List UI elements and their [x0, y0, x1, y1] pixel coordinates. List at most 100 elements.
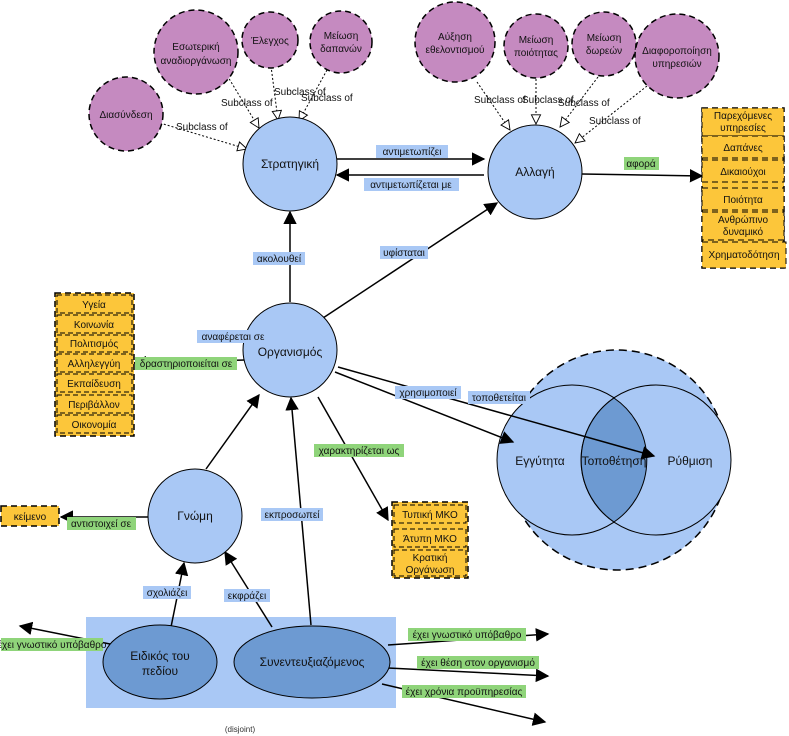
edge-interviewee-position: [387, 667, 550, 683]
subclass-node-doreon: Μείωση δωρεών: [571, 11, 637, 77]
svg-text:δραστηριοποιείται σε: δραστηριοποιείται σε: [140, 358, 233, 370]
edge-label-expert-knowledge: έχει γνωστικό υπόβαθρο: [0, 638, 107, 651]
svg-text:Εσωτερική: Εσωτερική: [172, 41, 219, 53]
literal-anthropino: Ανθρώπινο δυναμικό: [701, 211, 785, 241]
edge-label-uses: χρησιμοποιεί: [395, 386, 461, 399]
literal-sector-item: Πολιτισμός: [70, 338, 118, 350]
concept-organization: Οργανισμός: [242, 302, 338, 398]
svg-text:Συνεντευξιαζόμενος: Συνεντευξιαζόμενος: [260, 655, 365, 669]
literal-dikaiouxoi: Δικαιούχοι: [701, 159, 785, 183]
subclass-node-diaforopoiisi: Διαφοροποίηση υπηρεσιών: [634, 13, 720, 99]
edge-label-follows: ακολουθεί: [253, 252, 305, 265]
svg-text:δαπανών: δαπανών: [320, 43, 362, 55]
literal-change-list: Παρεχόμενες υπηρεσίες Δαπάνες Δικαιούχοι…: [701, 107, 787, 269]
svg-text:εκφράζει: εκφράζει: [228, 590, 266, 602]
edge-concerns: [581, 169, 704, 183]
concept-opinion: Γνώμη: [147, 468, 243, 564]
svg-text:υπηρεσιών: υπηρεσιών: [652, 58, 701, 70]
concept-expert: Ειδικός του πεδίου: [102, 624, 218, 700]
edge-subclass-elegxos: [270, 65, 278, 120]
edge-subclass-diasyndesi: [159, 122, 247, 149]
edge-label-undergoes: υφίσταται: [380, 246, 428, 259]
subclass-node-anadiorganosi: Εσωτερική αναδιοργάνωση: [153, 9, 239, 95]
edge-label-interviewee-position: έχει θέση στον οργανισμό: [417, 656, 539, 669]
subclass-label-6: Subclass of: [522, 95, 574, 106]
edge-subclass-doreon: [560, 76, 599, 127]
edge-label-positioned: τοποθετείται: [468, 391, 530, 404]
svg-text:έχει γνωστικό υπόβαθρο: έχει γνωστικό υπόβαθρο: [413, 629, 522, 641]
edge-label-faces: αντιμετωπίζει: [376, 145, 448, 158]
literal-text: κείμενο: [0, 505, 60, 527]
edge-label-corresponds-to: αντιστοιχεί σε: [67, 517, 136, 530]
svg-text:εκπροσωπεί: εκπροσωπεί: [264, 509, 320, 521]
edge-characterized-as: [317, 396, 389, 522]
svg-text:Δαπάνες: Δαπάνες: [723, 142, 762, 154]
subclass-label-8: Subclass of: [589, 116, 641, 127]
svg-text:κείμενο: κείμενο: [14, 511, 47, 523]
subclass-node-meiosi-dapanon: Μείωση δαπανών: [309, 10, 373, 74]
literal-sector-item: Αλληλεγγύη: [68, 358, 121, 370]
svg-text:σχολιάζει: σχολιάζει: [147, 587, 188, 599]
svg-text:Οργανισμός: Οργανισμός: [258, 345, 323, 359]
literal-type-item: Άτυπη ΜΚΟ: [403, 534, 457, 545]
literal-type-item: Οργάνωση: [406, 564, 455, 576]
disjoint-note: (disjoint): [225, 725, 256, 734]
edge-label-comments: σχολιάζει: [143, 586, 191, 599]
svg-text:υφίσταται: υφίσταται: [383, 247, 425, 259]
edge-undergoes: [322, 202, 499, 319]
svg-text:δωρεών: δωρεών: [586, 45, 622, 57]
svg-text:Διασύνδεση: Διασύνδεση: [99, 109, 152, 121]
edge-subclass-diaforopoiisi: [575, 85, 648, 143]
svg-text:αντιμετωπίζεται με: αντιμετωπίζεται με: [370, 179, 452, 191]
edge-subclass-meiosi-dapanon: [299, 69, 328, 121]
concept-regulation: Ρύθμιση: [668, 454, 713, 468]
literal-sector-item: Υγεία: [82, 299, 106, 311]
subclass-node-elegxos: Έλεγχος: [241, 11, 299, 69]
subclass-label-5: Subclass of: [474, 95, 526, 106]
literal-type-item: Τυπική ΜΚΟ: [402, 509, 458, 521]
edge-refers-to: [205, 393, 260, 470]
svg-text:Ανθρώπινο: Ανθρώπινο: [718, 214, 769, 226]
edge-label-expresses: εκφράζει: [224, 589, 270, 602]
edge-label-faced-by: αντιμετωπίζεται με: [364, 178, 459, 191]
svg-text:αναδιοργάνωση: αναδιοργάνωση: [161, 55, 232, 67]
svg-text:αντιστοιχεί σε: αντιστοιχεί σε: [71, 518, 132, 530]
literal-xrimatodotisi: Χρηματοδότηση: [701, 241, 787, 269]
edge-label-refers-to: αναφέρεται σε: [197, 330, 269, 343]
svg-text:Ποιότητα: Ποιότητα: [723, 194, 763, 206]
svg-text:έχει χρόνια προϋπηρεσίας: έχει χρόνια προϋπηρεσίας: [406, 686, 523, 698]
svg-text:Γνώμη: Γνώμη: [177, 509, 213, 523]
subclass-label-4: Subclass of: [301, 93, 353, 104]
subclass-label-1: Subclass of: [176, 122, 228, 133]
svg-text:Ειδικός του: Ειδικός του: [130, 649, 189, 663]
svg-text:δυναμικό: δυναμικό: [723, 226, 764, 238]
edge-label-interviewee-knowledge: έχει γνωστικό υπόβαθρο: [408, 628, 526, 641]
edge-positioned: [337, 366, 656, 460]
edge-subclass-anadiorganosi: [224, 71, 259, 128]
literal-sector-item: Οικονομία: [72, 419, 117, 431]
svg-text:υπηρεσίες: υπηρεσίες: [720, 122, 766, 134]
literal-type-list: Τυπική ΜΚΟ Άτυπη ΜΚΟ Κρατική Οργάνωση: [391, 501, 469, 579]
literal-sector-item: Εκπαίδευση: [67, 378, 121, 390]
literal-dapanes: Δαπάνες: [701, 135, 785, 159]
subclass-label-2: Subclass of: [221, 98, 273, 109]
concept-change: Αλλαγή: [487, 124, 583, 220]
concept-placement: Τοποθέτηση: [582, 454, 647, 468]
edge-subclass-ethelontismos: [476, 81, 510, 130]
svg-text:χαρακτηρίζεται ως: χαρακτηρίζεται ως: [319, 445, 400, 457]
literal-type-item: Κρατική: [413, 552, 448, 564]
literal-paroxes: Παρεχόμενες υπηρεσίες: [701, 107, 785, 137]
svg-text:εθελοντισμού: εθελοντισμού: [425, 44, 484, 56]
subclass-node-ethelontismos: Αύξηση εθελοντισμού: [414, 1, 496, 83]
svg-text:Δικαιούχοι: Δικαιούχοι: [720, 166, 766, 178]
svg-text:Διαφοροποίηση: Διαφοροποίηση: [642, 45, 712, 57]
svg-text:χρησιμοποιεί: χρησιμοποιεί: [399, 387, 457, 399]
subclass-label-7: Subclass of: [558, 98, 610, 109]
svg-text:Αλλαγή: Αλλαγή: [515, 165, 554, 179]
svg-text:αναφέρεται σε: αναφέρεται σε: [202, 331, 265, 343]
literal-sector-item: Περιβάλλον: [68, 399, 120, 411]
edge-label-represents: εκπροσωπεί: [261, 508, 323, 521]
svg-text:πεδίου: πεδίου: [142, 664, 178, 678]
svg-text:τοποθετείται: τοποθετείται: [472, 392, 526, 404]
